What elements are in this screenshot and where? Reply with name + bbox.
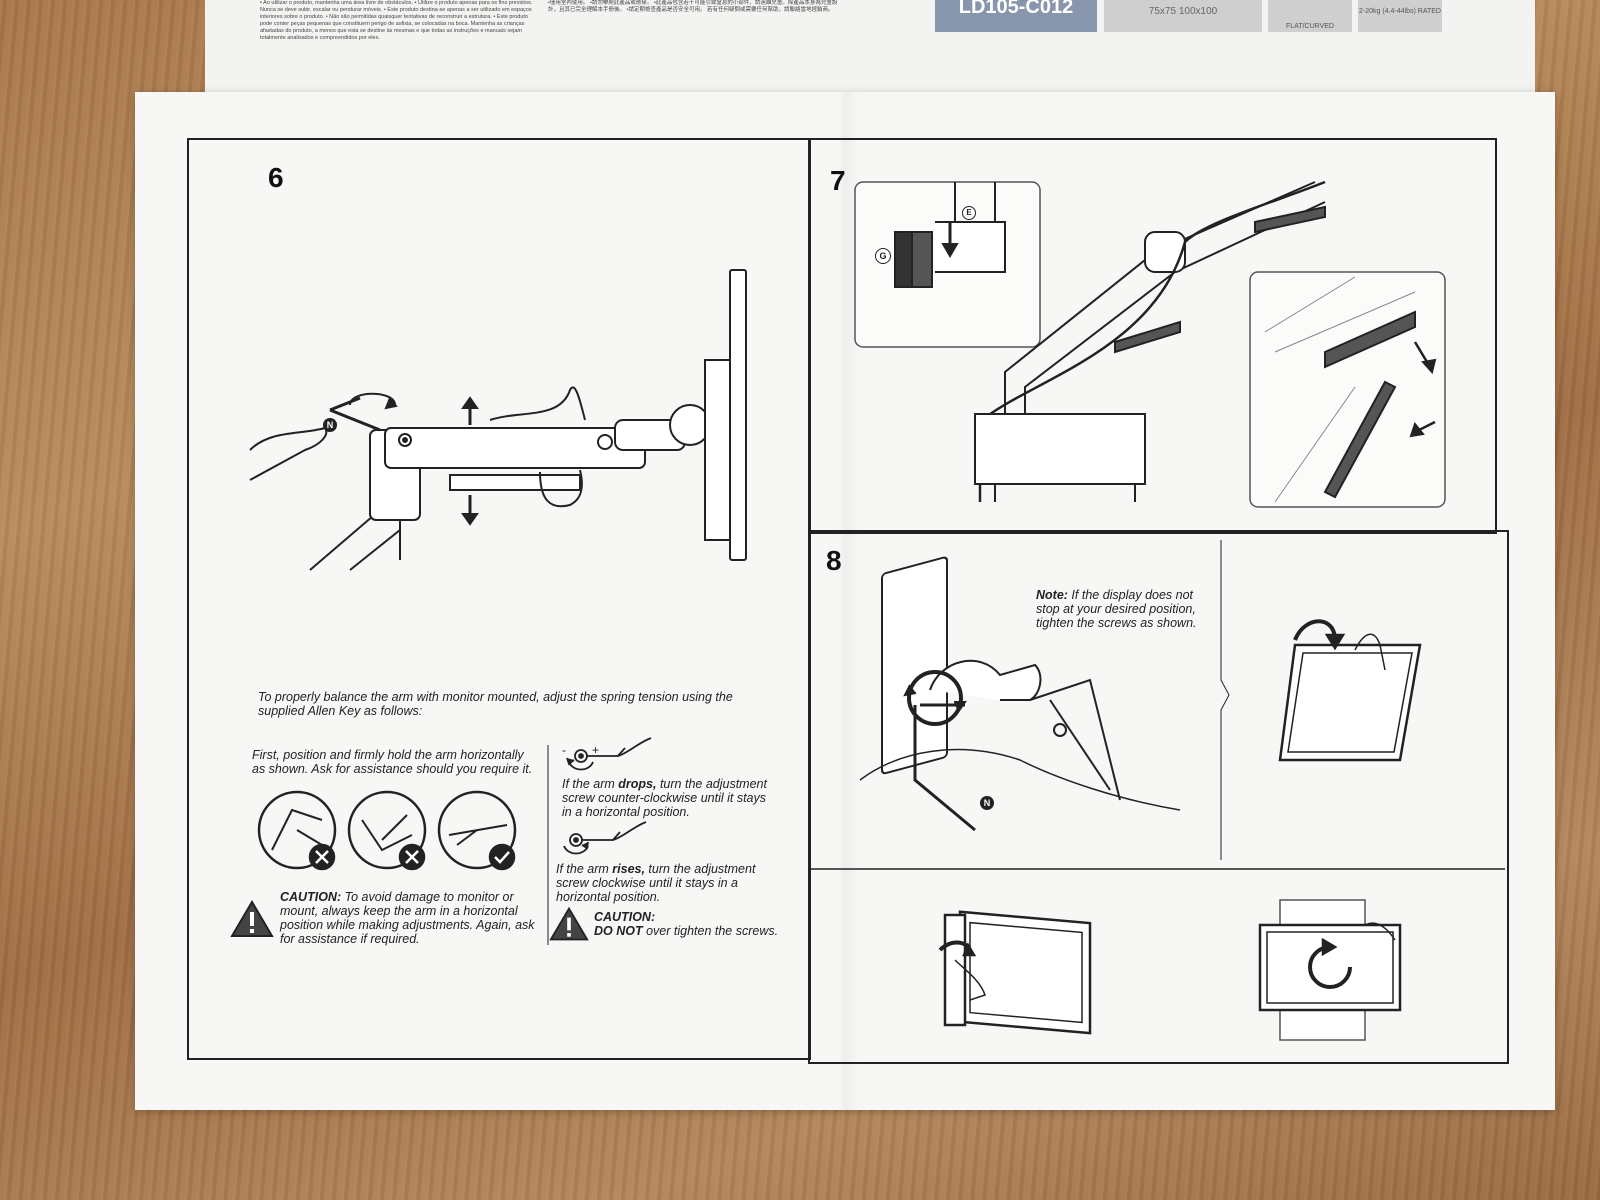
step-6-number: 6 bbox=[268, 162, 284, 193]
step-8-number: 8 bbox=[826, 545, 842, 576]
caution-triangle-icon bbox=[230, 900, 274, 937]
step-6-first-text: First, position and firmly hold the arm … bbox=[252, 748, 533, 776]
arm-drops-text: If the arm drops, turn the adjustment sc… bbox=[562, 777, 767, 819]
caution-triangle-icon-2 bbox=[549, 906, 589, 941]
caution-2-text: CAUTION:DO NOT over tighten the screws. bbox=[594, 910, 779, 938]
column-divider bbox=[547, 745, 549, 945]
portuguese-safety-text: • Ao utilizar o produto, mantenha uma ár… bbox=[260, 0, 533, 41]
chinese-safety-text: •僅用室內使用。 •請勿攀爬此產品或懸掛。 •此產品包含若干可能引致窒息的小部件… bbox=[548, 0, 838, 13]
step-8-horizontal-divider bbox=[808, 868, 1505, 870]
screen-size-badge: FLAT/CURVED bbox=[1268, 0, 1352, 32]
caution-1-text: CAUTION: To avoid damage to monitor or m… bbox=[280, 890, 535, 946]
step-6-panel bbox=[187, 138, 811, 1060]
step-8-divider bbox=[1220, 540, 1230, 860]
vesa-badge: 75x75 100x100 bbox=[1104, 0, 1262, 32]
clockwise-screw-icon bbox=[563, 821, 647, 855]
swivel-monitor-illustration bbox=[938, 910, 1092, 1035]
callout-n-badge: N bbox=[323, 418, 337, 432]
step-7-cable-illustration bbox=[854, 180, 1446, 508]
minus-sign: - bbox=[562, 743, 566, 757]
counter-clockwise-screw-icon bbox=[566, 737, 652, 771]
balance-status-icons bbox=[257, 790, 517, 871]
step-7-panel bbox=[808, 138, 1497, 534]
step-6-intro-text: To properly balance the arm with monitor… bbox=[258, 690, 733, 718]
callout-e-badge: E bbox=[962, 206, 976, 220]
rotate-monitor-illustration bbox=[1258, 899, 1402, 1041]
arm-level-icon bbox=[437, 790, 517, 871]
tilt-monitor-illustration bbox=[1278, 619, 1422, 762]
step-7-number: 7 bbox=[830, 165, 846, 196]
step-8-note: Note: If the display does not stop at yo… bbox=[1036, 588, 1197, 630]
arm-drops-icon bbox=[257, 790, 337, 871]
weight-badge: 2-20kg (4.4-44lbs) RATED bbox=[1358, 0, 1442, 32]
callout-n-badge-2: N bbox=[980, 796, 994, 810]
step-8-screw-illustration bbox=[859, 556, 1181, 832]
model-badge: LD105-C012 bbox=[935, 0, 1097, 32]
arm-rises-text: If the arm rises, turn the adjustment sc… bbox=[556, 862, 756, 904]
callout-g-badge: G bbox=[875, 248, 891, 264]
plus-sign: + bbox=[592, 743, 600, 757]
step-6-arm-illustration bbox=[249, 269, 747, 571]
arm-rises-icon bbox=[347, 790, 427, 871]
step-8-panel bbox=[808, 530, 1509, 1064]
